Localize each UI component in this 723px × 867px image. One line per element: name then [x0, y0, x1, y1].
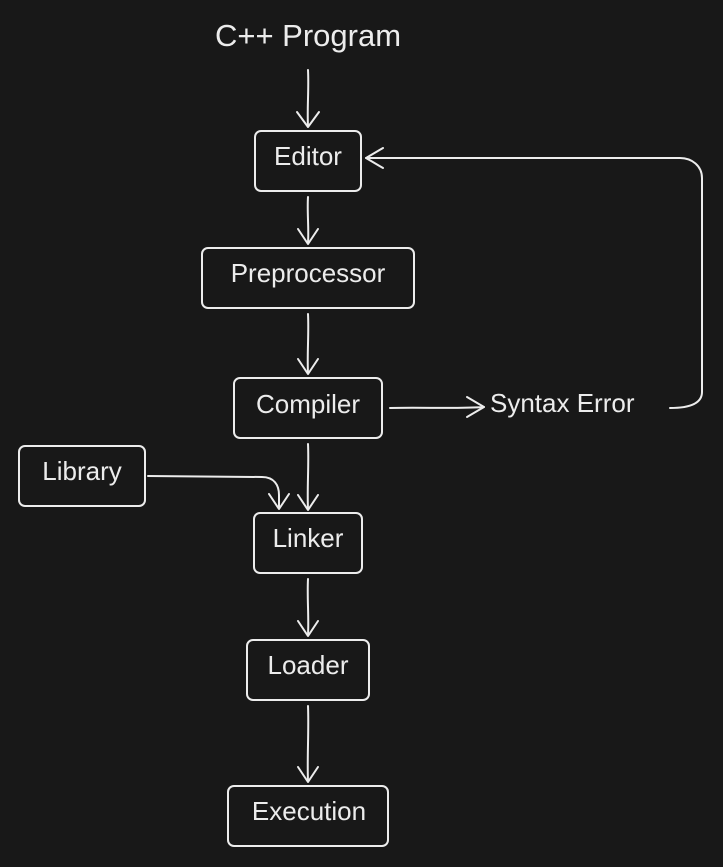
node-editor-label: Editor: [274, 141, 342, 171]
edge-syntax-error-to-editor: [365, 147, 703, 409]
node-library-label: Library: [42, 456, 121, 486]
node-loader: Loader: [246, 639, 370, 701]
node-preprocessor: Preprocessor: [201, 247, 415, 309]
edge-compiler-to-linker: [297, 443, 319, 511]
edge-preprocessor-to-compiler: [297, 313, 319, 375]
edge-preprocessor-to-compiler-line: [306, 313, 310, 374]
edge-compiler-to-linker-line: [306, 443, 310, 510]
node-compiler-label: Compiler: [256, 389, 360, 419]
edge-editor-to-preprocessor-line: [306, 196, 310, 244]
edge-linker-to-loader: [297, 578, 319, 637]
node-library-box: [18, 445, 146, 507]
edge-loader-to-execution-line: [306, 705, 310, 782]
edge-title-to-editor-line: [306, 69, 310, 127]
arrowhead-linker-icon: [297, 494, 319, 511]
node-preprocessor-label: Preprocessor: [231, 258, 386, 288]
edge-compiler-to-syntax-error-line: [389, 406, 485, 409]
arrowhead-execution-icon: [297, 766, 319, 783]
diagram-title: C++ Program: [215, 18, 401, 53]
arrowhead-editor-icon: [296, 111, 320, 128]
arrowhead-preprocessor-icon: [297, 228, 319, 245]
edge-compiler-to-syntax-error: [389, 396, 485, 418]
node-linker-box: [253, 512, 363, 574]
arrowhead-editor-return-icon: [365, 147, 384, 169]
arrowhead-linker-library-icon: [268, 493, 290, 510]
edge-title-to-editor: [296, 69, 320, 128]
node-library: Library: [18, 445, 146, 507]
node-linker: Linker: [253, 512, 363, 574]
node-editor: Editor: [254, 130, 362, 192]
node-execution-box: [227, 785, 389, 847]
edge-loader-to-execution: [297, 705, 319, 783]
edge-library-to-linker-line: [147, 475, 280, 509]
node-compiler: Compiler: [233, 377, 383, 439]
syntax-error-label: Syntax Error: [490, 388, 635, 418]
edge-syntax-error-to-editor-line: [365, 157, 703, 409]
edge-library-to-linker: [147, 475, 290, 510]
node-loader-label: Loader: [268, 650, 349, 680]
edge-linker-to-loader-line: [306, 578, 310, 636]
arrowhead-syntax-error-icon: [466, 396, 485, 418]
arrowhead-compiler-icon: [297, 358, 319, 375]
node-linker-label: Linker: [273, 523, 344, 553]
node-compiler-box: [233, 377, 383, 439]
edge-editor-to-preprocessor: [297, 196, 319, 245]
node-editor-box: [254, 130, 362, 192]
node-execution-label: Execution: [252, 796, 366, 826]
node-preprocessor-box: [201, 247, 415, 309]
arrowhead-loader-icon: [297, 620, 319, 637]
node-loader-box: [246, 639, 370, 701]
node-execution: Execution: [227, 785, 389, 847]
